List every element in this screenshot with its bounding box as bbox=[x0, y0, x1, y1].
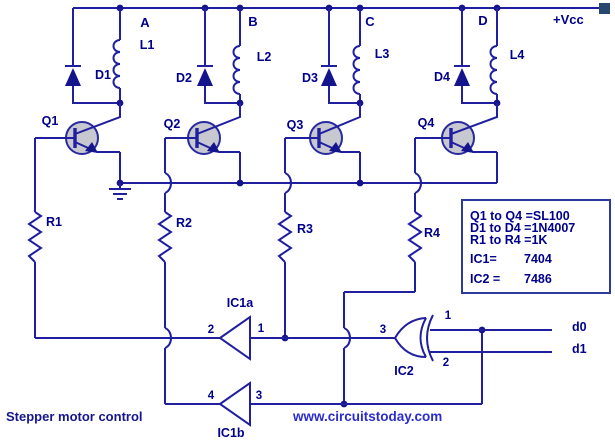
inverter-IC1a-symbol bbox=[218, 315, 395, 361]
coil-L2-label: L2 bbox=[257, 50, 272, 64]
diode-D1-symbol bbox=[65, 8, 120, 104]
resistor-R1-symbol bbox=[27, 138, 220, 339]
resistor-R3-symbol bbox=[277, 138, 293, 342]
transistor-Q1-label: Q1 bbox=[42, 114, 59, 128]
diode-D4-symbol bbox=[454, 8, 497, 104]
resistor-R2-symbol bbox=[157, 138, 220, 405]
note-ic2-value: 7486 bbox=[524, 272, 552, 286]
diode-D2-symbol bbox=[197, 8, 240, 104]
note-ic1-label: IC1= bbox=[470, 252, 497, 266]
transistor-Q4-label: Q4 bbox=[418, 116, 435, 130]
parts-list-box: Q1 to Q4 =SL100 D1 to D4 =1N4007 R1 to R… bbox=[461, 199, 611, 294]
vcc-rail bbox=[73, 3, 610, 14]
coil-L3-label: L3 bbox=[375, 47, 390, 61]
coil-L1-symbol bbox=[112, 8, 121, 103]
note-diodes: D1 to D4 =1N4007 bbox=[470, 221, 575, 235]
vcc-label: +Vcc bbox=[553, 12, 584, 27]
phase-label-c: C bbox=[365, 14, 375, 29]
ic1a-output-pin: 2 bbox=[208, 324, 214, 336]
watermark-text: www.circuitstoday.com bbox=[292, 409, 442, 424]
transistor-Q1-symbol bbox=[35, 103, 121, 183]
coil-L3-symbol bbox=[352, 8, 361, 103]
diode-D4-label: D4 bbox=[434, 70, 450, 84]
ic1b-input-pin: 3 bbox=[256, 390, 262, 402]
transistor-Q3-label: Q3 bbox=[287, 118, 304, 132]
note-transistors: Q1 to Q4 =SL100 bbox=[470, 209, 570, 223]
ic1b-output-pin: 4 bbox=[208, 390, 215, 402]
resistor-R3-label: R3 bbox=[297, 222, 313, 236]
transistor-Q2-label: Q2 bbox=[164, 117, 181, 131]
transistor-Q2-symbol bbox=[165, 103, 241, 183]
resistor-R2-label: R2 bbox=[176, 216, 192, 230]
input-d0-label: d0 bbox=[572, 320, 587, 334]
coil-L1-label: L1 bbox=[140, 38, 155, 52]
transistor-Q4-symbol bbox=[415, 103, 498, 183]
ground-icon bbox=[109, 183, 131, 200]
note-resistors: R1 to R4 =1K bbox=[470, 233, 547, 247]
input-d1-label: d1 bbox=[572, 342, 587, 356]
note-ic1-value: 7404 bbox=[524, 252, 552, 266]
resistor-R1-label: R1 bbox=[46, 215, 62, 229]
ic2-input2-pin: 2 bbox=[443, 357, 449, 369]
xor-IC2-label: IC2 bbox=[394, 364, 414, 378]
phase-label-a: A bbox=[140, 15, 150, 30]
inverter-IC1a-label: IC1a bbox=[227, 296, 254, 310]
xor-IC2-symbol bbox=[394, 314, 552, 362]
diode-D3-label: D3 bbox=[302, 71, 318, 85]
transistor-Q3-symbol bbox=[285, 103, 361, 183]
phase-label-d: D bbox=[478, 13, 487, 28]
coil-L2-symbol bbox=[232, 8, 241, 103]
ic2-output-pin: 3 bbox=[380, 324, 386, 336]
resistor-R4-label: R4 bbox=[424, 226, 440, 240]
ic2-input1-pin: 1 bbox=[445, 310, 452, 322]
phase-label-b: B bbox=[248, 14, 257, 29]
note-ic2-label: IC2 = bbox=[470, 272, 500, 286]
inverter-IC1b-symbol bbox=[218, 326, 486, 427]
ground-bus bbox=[116, 179, 497, 187]
coil-L4-symbol bbox=[489, 8, 498, 103]
coil-L4-label: L4 bbox=[510, 48, 525, 62]
ic1a-input-pin: 1 bbox=[258, 323, 265, 335]
diode-D1-label: D1 bbox=[95, 68, 111, 82]
diode-D3-symbol bbox=[321, 8, 360, 104]
diode-D2-label: D2 bbox=[176, 71, 192, 85]
vcc-terminal-icon bbox=[599, 3, 610, 14]
inverter-IC1b-label: IC1b bbox=[217, 426, 244, 440]
diagram-caption: Stepper motor control bbox=[6, 409, 143, 424]
